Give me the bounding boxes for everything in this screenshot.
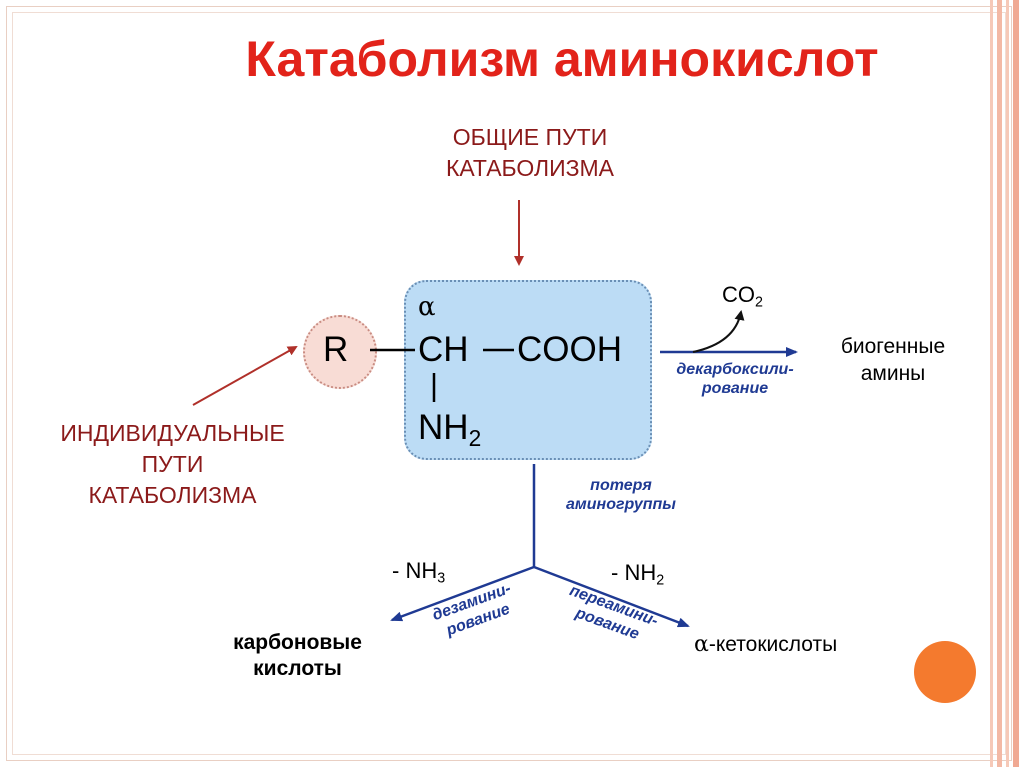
amino-loss-label: потеря аминогруппы: [536, 476, 706, 514]
nh2-subscript: 2: [468, 424, 482, 451]
nh2-text: NH: [418, 408, 469, 447]
nh3-text: - NH: [392, 558, 438, 583]
general-paths-label: ОБЩИЕ ПУТИ КАТАБОЛИЗМА: [400, 122, 660, 184]
individual-paths-label: ИНДИВИДУАЛЬНЫЕ ПУТИ КАТАБОЛИЗМА: [30, 418, 315, 511]
carboxylic-acids-label: карбоновые кислоты: [215, 630, 380, 682]
arrow-deamination: [390, 565, 535, 622]
stripe-2: [997, 0, 1002, 767]
amino-acid-core-box: [404, 280, 652, 460]
decarboxylation-line-1: декарбоксили-: [676, 361, 794, 378]
co2-text: CO: [722, 282, 755, 307]
individual-paths-line-2: ПУТИ: [141, 451, 204, 477]
arrow-individual-paths: [192, 346, 298, 406]
biogenic-amines-label: биогенные амины: [808, 333, 978, 387]
individual-paths-line-1: ИНДИВИДУАЛЬНЫЕ: [60, 420, 285, 446]
nh2-released-subscript: 2: [656, 572, 665, 589]
co2-subscript: 2: [755, 294, 763, 311]
amino-loss-line-2: аминогруппы: [566, 496, 676, 513]
ch-group: CH: [418, 330, 469, 369]
slide-title: Катаболизм аминокислот: [245, 31, 879, 87]
slide-frame-outer: [6, 6, 1012, 761]
biogenic-amines-line-1: биогенные: [840, 335, 946, 358]
decarboxylation-line-2: рование: [701, 380, 769, 397]
nh3-released-label: - NH3: [392, 558, 445, 586]
carboxylic-acids-line-1: карбоновые: [233, 631, 362, 654]
decorative-orange-circle: [914, 641, 976, 703]
keto-acids-text: -кетокислоты: [708, 633, 838, 656]
slide-frame-inner: [12, 12, 1006, 755]
decarboxylation-label: декарбоксили- рование: [655, 360, 815, 398]
keto-acids-label: α-кетокислоты: [694, 631, 837, 658]
arrow-co2-release: [692, 310, 745, 353]
stripe-1: [990, 0, 993, 767]
amino-loss-line-1: потеря: [590, 477, 652, 494]
arrow-transamination: [533, 565, 690, 628]
co2-label: CO2: [722, 282, 763, 310]
individual-paths-line-3: КАТАБОЛИЗМА: [88, 482, 257, 508]
general-paths-line-1: ОБЩИЕ ПУТИ: [452, 124, 608, 150]
r-group-circle: [303, 315, 377, 389]
alpha-symbol: α: [418, 292, 436, 322]
general-paths-line-2: КАТАБОЛИЗМА: [445, 155, 615, 181]
stripe-3: [1006, 0, 1009, 767]
nh2-released-text: - NH: [611, 560, 657, 585]
stripe-4: [1013, 0, 1019, 767]
nh3-subscript: 3: [437, 570, 446, 587]
r-group: R: [323, 330, 349, 369]
nh2-group: NH2: [418, 408, 481, 452]
biogenic-amines-line-2: амины: [860, 362, 926, 385]
keto-alpha-symbol: α: [694, 632, 709, 657]
cooh-group: COOH: [517, 330, 622, 369]
carboxylic-acids-line-2: кислоты: [253, 657, 342, 680]
nh2-released-label: - NH2: [611, 560, 664, 588]
